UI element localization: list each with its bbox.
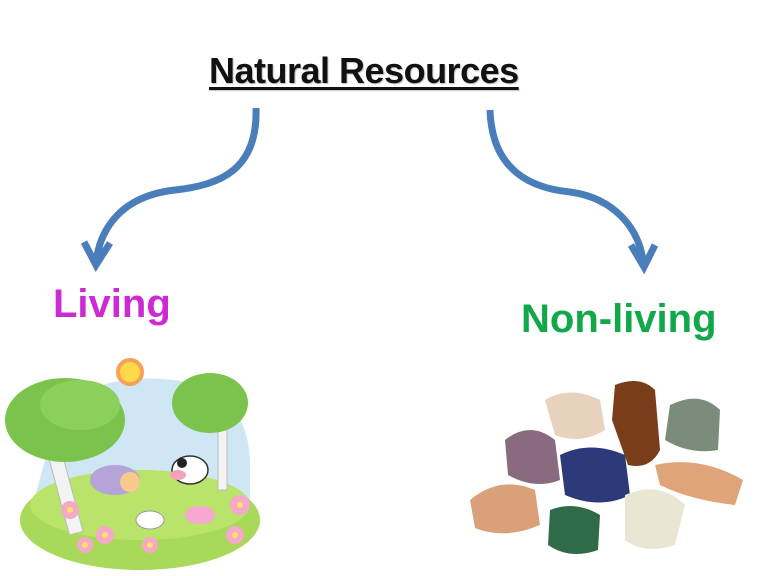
nonliving-label: Non-living — [521, 297, 717, 341]
rock — [470, 484, 540, 534]
diagram-title: Natural Resources — [209, 50, 519, 91]
rock — [612, 381, 660, 466]
arrow-to-nonliving — [486, 109, 659, 275]
nonliving-rocks-image — [470, 381, 743, 554]
arrow-to-living — [80, 107, 260, 272]
living-label: Living — [53, 282, 171, 326]
rock — [560, 447, 630, 503]
rock — [665, 398, 720, 452]
sun-icon — [116, 358, 144, 386]
rock — [545, 392, 605, 439]
rock — [655, 462, 743, 505]
living-meadow-image — [5, 358, 260, 570]
rock — [625, 489, 685, 549]
rock — [548, 506, 600, 554]
rock — [505, 430, 560, 484]
